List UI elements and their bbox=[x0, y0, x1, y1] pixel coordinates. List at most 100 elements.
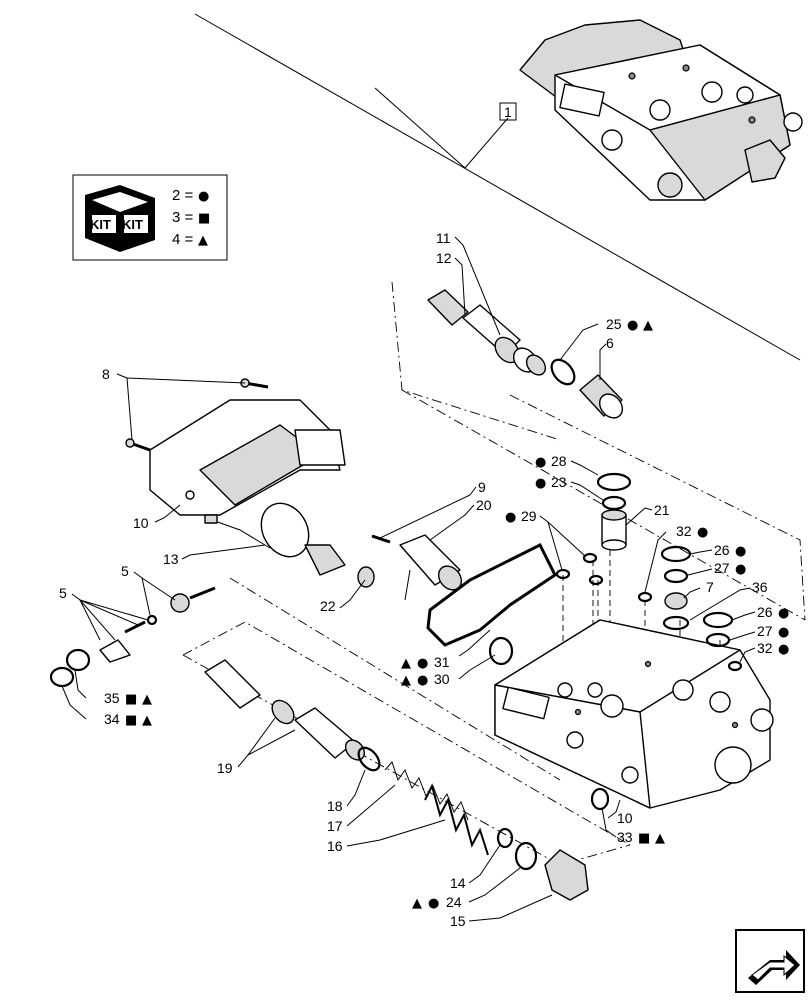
callout-31-triangle: ▲ bbox=[401, 656, 411, 671]
callout-25: 25 bbox=[606, 316, 622, 332]
circlip-14 bbox=[496, 827, 514, 849]
legend-row-2-symbol: ● bbox=[198, 189, 209, 204]
callout-32-top-circle: ● bbox=[697, 525, 708, 540]
legend-row-4-label: 4 = bbox=[172, 231, 194, 248]
callout-16: 16 bbox=[327, 838, 343, 854]
kit-label-left: KIT bbox=[90, 217, 111, 232]
callout-27-bottom: 27 bbox=[757, 623, 773, 639]
ring-27-b bbox=[705, 632, 731, 648]
callout-27-bottom-circle: ● bbox=[778, 625, 789, 640]
callout-32-bottom-circle: ● bbox=[778, 642, 789, 657]
callout-15: 15 bbox=[450, 913, 466, 929]
callout-10-right: 10 bbox=[617, 810, 633, 826]
callout-7: 7 bbox=[706, 579, 714, 595]
ring-27-a bbox=[663, 568, 689, 584]
callout-24: 24 bbox=[446, 894, 462, 910]
callout-5-top: 5 bbox=[121, 563, 129, 579]
callout-19: 19 bbox=[217, 760, 233, 776]
o-ring-29-c bbox=[588, 574, 604, 586]
callout-27-top-circle: ● bbox=[735, 562, 746, 577]
callout-23: 23 bbox=[551, 474, 567, 490]
callout-28: 28 bbox=[551, 453, 567, 469]
spring-16 bbox=[424, 783, 489, 856]
o-ring-30 bbox=[488, 636, 514, 666]
callout-32-bottom: 32 bbox=[757, 640, 773, 656]
callout-11: 11 bbox=[436, 230, 451, 246]
o-ring-36 bbox=[662, 615, 690, 631]
callout-28-circle: ● bbox=[535, 455, 546, 470]
plug-7 bbox=[664, 592, 688, 610]
o-ring-29-b bbox=[555, 568, 571, 580]
sleeve-21 bbox=[601, 509, 627, 551]
snap-ring-35 bbox=[65, 648, 91, 672]
callout-36: 36 bbox=[752, 579, 768, 595]
screw-8-bottom bbox=[125, 438, 151, 452]
callout-12: 12 bbox=[436, 250, 452, 266]
legend-row-3-label: 3 = bbox=[172, 209, 194, 226]
screw-9 bbox=[371, 534, 391, 544]
spool-19 bbox=[204, 659, 366, 761]
callout-33: 33 bbox=[617, 829, 633, 845]
callout-35-square: ■ bbox=[125, 692, 137, 707]
callout-30-circle: ● bbox=[417, 673, 428, 688]
callout-21: 21 bbox=[654, 502, 670, 518]
o-ring-26-b bbox=[702, 611, 734, 629]
callout-31: 31 bbox=[434, 654, 450, 670]
callout-20: 20 bbox=[476, 497, 492, 513]
next-page-arrow-icon[interactable] bbox=[735, 929, 805, 993]
callout-26-top-circle: ● bbox=[735, 544, 746, 559]
callout-29: 29 bbox=[521, 508, 537, 524]
callout-33-triangle: ▲ bbox=[655, 831, 665, 846]
kit-legend: KIT KIT 2 = ● 3 = ■ 4 = ▲ bbox=[72, 174, 228, 261]
callout-34: 34 bbox=[104, 711, 120, 727]
callout-26-bottom-circle: ● bbox=[778, 606, 789, 621]
callout-30-triangle: ▲ bbox=[401, 673, 411, 688]
callout-1-box bbox=[499, 102, 517, 121]
solenoid-13 bbox=[204, 502, 346, 576]
callout-8: 8 bbox=[102, 366, 110, 382]
callout-10-left: 10 bbox=[133, 515, 149, 531]
callout-14: 14 bbox=[450, 875, 466, 891]
o-ring-32-b bbox=[727, 660, 743, 672]
callout-24-circle: ● bbox=[428, 896, 439, 911]
o-ring-24 bbox=[514, 841, 538, 871]
o-ring-29-a bbox=[582, 552, 598, 564]
callout-34-triangle: ▲ bbox=[142, 713, 152, 728]
callout-9: 9 bbox=[478, 479, 486, 495]
screw-8-top bbox=[240, 378, 269, 389]
valve-body bbox=[494, 619, 774, 809]
plug-15 bbox=[544, 849, 589, 901]
callout-23-circle: ● bbox=[535, 476, 546, 491]
callout-26-top: 26 bbox=[714, 542, 730, 558]
o-ring-34 bbox=[49, 666, 75, 688]
legend-row-3-symbol: ■ bbox=[198, 211, 210, 226]
plug-6 bbox=[579, 374, 624, 419]
gasket-31 bbox=[426, 542, 557, 647]
callout-25-circle: ● bbox=[627, 318, 638, 333]
callout-34-square: ■ bbox=[125, 713, 137, 728]
ring-18 bbox=[357, 746, 381, 772]
kit-label-right: KIT bbox=[122, 217, 143, 232]
callout-13: 13 bbox=[163, 551, 179, 567]
o-ring-25 bbox=[550, 358, 576, 386]
fitting-5-left bbox=[99, 614, 158, 663]
kit-box-icon: KIT KIT bbox=[85, 185, 155, 252]
callout-26-bottom: 26 bbox=[757, 604, 773, 620]
callout-29-circle: ● bbox=[505, 510, 516, 525]
legend-row-4-symbol: ▲ bbox=[198, 233, 208, 248]
callout-27-top: 27 bbox=[714, 560, 730, 576]
fitting-5-top bbox=[170, 586, 216, 613]
callout-1: 1 bbox=[504, 104, 512, 120]
callout-35-triangle: ▲ bbox=[142, 692, 152, 707]
callout-24-triangle: ▲ bbox=[412, 896, 422, 911]
o-ring-32-a bbox=[637, 591, 653, 603]
leader-lines bbox=[61, 236, 756, 922]
callout-22: 22 bbox=[320, 598, 336, 614]
legend-row-2-label: 2 = bbox=[172, 187, 194, 204]
o-ring-33 bbox=[590, 787, 610, 811]
callout-32-top: 32 bbox=[676, 523, 692, 539]
coil-20 bbox=[399, 534, 463, 601]
callout-6: 6 bbox=[606, 335, 614, 351]
valve-assembly-overview bbox=[194, 13, 803, 361]
callout-17: 17 bbox=[327, 818, 343, 834]
